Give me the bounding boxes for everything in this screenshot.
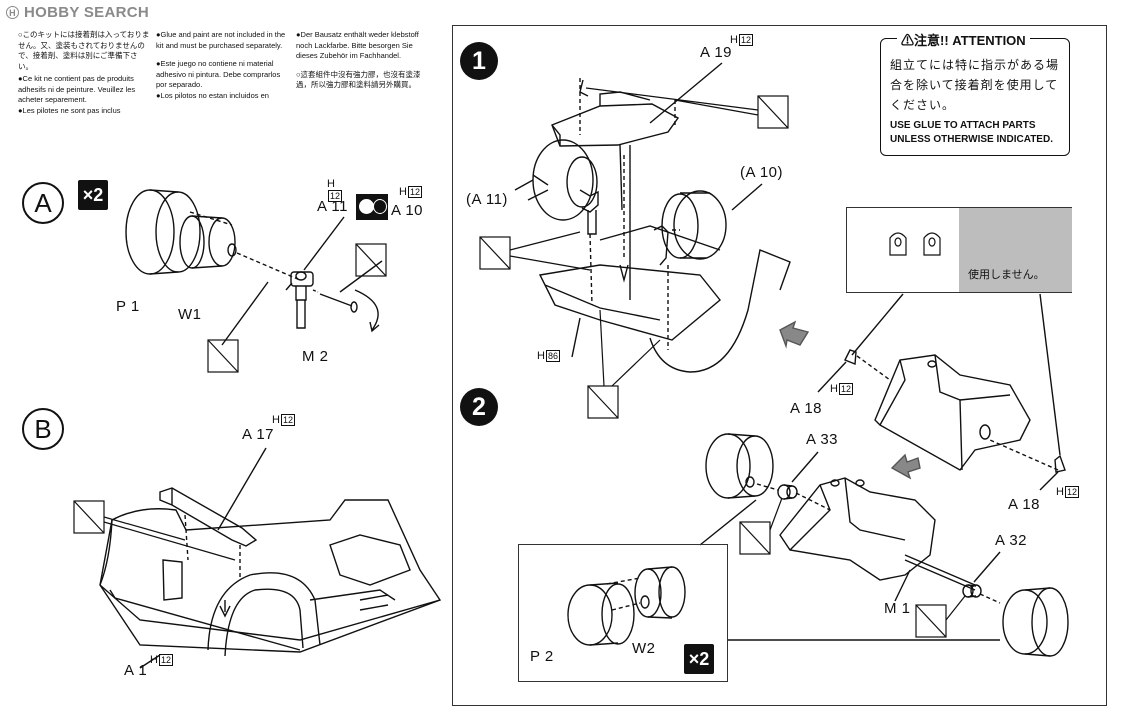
label-h-prefix-a1: H — [150, 654, 158, 666]
attention-en-line2: UNLESS OTHERWISE INDICATED. — [890, 134, 1053, 145]
rear-axle-drawing — [779, 477, 976, 591]
steps-panel — [452, 25, 1107, 706]
part-a17-drawing — [159, 447, 267, 618]
label-m2: M 2 — [302, 348, 329, 365]
suspension-assembly-drawing — [532, 91, 791, 373]
label-w2: W2 — [632, 640, 656, 657]
notes-col-2: ●Glue and paint are not included in the … — [156, 30, 290, 101]
times-two-badge-a: ×2 — [78, 180, 108, 210]
note-es2: ●Los pilotos no estan incluidos en — [156, 90, 269, 100]
no-glue-icon-2b — [915, 595, 966, 638]
label-a33: A 33 — [806, 431, 839, 448]
attention-en: USE GLUE TO ATTACH PARTS UNLESS OTHERWIS… — [890, 119, 1061, 147]
label-a18-left: A 18 — [790, 400, 823, 417]
label-h-prefix-h86: H — [537, 350, 545, 362]
unused-parts-box: 使用しません。 — [846, 207, 1072, 293]
watermark-brand: HOBBY SEARCH — [24, 4, 150, 21]
label-a18-right: A 18 — [1008, 496, 1041, 513]
label-h12-a1: 12 — [158, 654, 173, 666]
no-glue-icon-a2 — [355, 243, 387, 277]
label-a10-paren: (A 10) — [740, 164, 784, 181]
label-a32: A 32 — [995, 532, 1028, 549]
label-h12-a18b: 12 — [1064, 486, 1079, 498]
note-en: ●Glue and paint are not included in the … — [156, 30, 286, 50]
label-h12-a17: 12 — [280, 414, 295, 426]
color-marker-dot-white — [359, 199, 374, 214]
step-a-marker: A — [22, 182, 64, 224]
screw-m2-drawing — [319, 289, 380, 333]
spacer-a32-drawing — [962, 584, 982, 598]
step-2-marker: 2 — [460, 388, 498, 426]
label-p2: P 2 — [530, 648, 554, 665]
no-glue-icon-a1 — [207, 339, 239, 373]
upright-a11-drawing — [285, 271, 314, 329]
color-marker-black-white — [356, 194, 388, 220]
label-a11: A 11 — [317, 198, 348, 215]
label-h-prefix-a17: H — [272, 414, 280, 426]
label-a11-paren: (A 11) — [466, 191, 508, 208]
attention-en-line1: USE GLUE TO ATTACH PARTS — [890, 120, 1036, 131]
unused-parts-text: 使用しません。 — [968, 269, 1045, 281]
notes-col-3: ●Der Bausatz enthält weder klebstoff noc… — [296, 30, 434, 91]
label-h12-a19: 12 — [738, 34, 753, 46]
wheel-inset-box — [518, 544, 728, 682]
note-jp: ○このキットには接着剤は入っておりません。又、塗装もされておりませんので、接着剤… — [18, 30, 150, 71]
color-marker-dot-black — [373, 199, 387, 214]
label-h-prefix-a10: H — [399, 186, 407, 198]
notes-col-1: ○このキットには接着剤は入っておりません。又、塗装もされておりませんので、接着剤… — [18, 30, 150, 116]
label-a10: A 10 — [391, 202, 424, 219]
label-h12-a10: 12 — [407, 186, 422, 198]
chassis-a1-drawing — [99, 499, 442, 657]
note-es1: ●Este juego no contiene ni material adhe… — [156, 59, 281, 89]
wheel-w2-drawing — [634, 566, 686, 619]
label-h-prefix-a18b: H — [1056, 486, 1064, 498]
watermark: H HOBBY SEARCH — [6, 4, 149, 21]
no-glue-icon-1a — [585, 87, 789, 129]
label-h86-box: 86 — [545, 350, 560, 362]
watermark-badge: H — [6, 6, 19, 19]
step-1-marker: 1 — [460, 42, 498, 80]
attention-title: ⚠注意!! ATTENTION — [897, 30, 1030, 49]
attention-box: ⚠注意!! ATTENTION 組立てには特に指示がある場合を除いて接着剤を使用… — [880, 30, 1070, 156]
label-a17: A 17 — [242, 426, 275, 443]
step-b-marker: B — [22, 408, 64, 450]
label-w1: W1 — [178, 306, 202, 323]
no-glue-icon-1b — [479, 231, 591, 271]
label-h12-a11: 12 — [328, 190, 343, 202]
unused-parts-shaded — [959, 208, 1072, 292]
wheel-w1-drawing — [179, 215, 237, 269]
wheel-rear-right-drawing — [1002, 587, 1069, 657]
times-two-badge-2: ×2 — [684, 644, 714, 674]
no-glue-icon-b — [73, 500, 236, 561]
label-m1: M 1 — [884, 600, 911, 617]
note-de: ●Der Bausatz enthält weder klebstoff noc… — [296, 30, 419, 60]
label-a19: A 19 — [700, 44, 733, 61]
label-h-prefix: H — [327, 178, 335, 190]
no-glue-icon-1c — [587, 309, 661, 419]
note-fr2: ●Les pilotes ne sont pas inclus — [18, 105, 121, 115]
label-h12-a18a: 12 — [838, 383, 853, 395]
label-h-prefix-a19: H — [730, 34, 738, 46]
label-a1: A 1 — [124, 662, 148, 679]
spacer-a33-drawing — [777, 484, 798, 500]
label-p1: P 1 — [116, 298, 140, 315]
wheel-p2-drawing — [567, 582, 635, 646]
no-glue-icon-2a — [739, 497, 783, 555]
note-fr1: ●Ce kit ne contient pas de produits adhe… — [18, 74, 136, 104]
gearbox-a18-drawing — [874, 354, 1031, 471]
note-zh: ○這套組件中沒有強力膠，也沒有塗漆過，所以強力膠和塗料請另外購買。 — [296, 69, 421, 90]
attention-jp: 組立てには特に指示がある場合を除いて接着剤を使用してください。 — [890, 58, 1060, 112]
label-h-prefix-a18a: H — [830, 383, 838, 395]
wheel-rear-left-drawing — [705, 433, 774, 499]
wheel-p1-drawing — [125, 189, 201, 275]
